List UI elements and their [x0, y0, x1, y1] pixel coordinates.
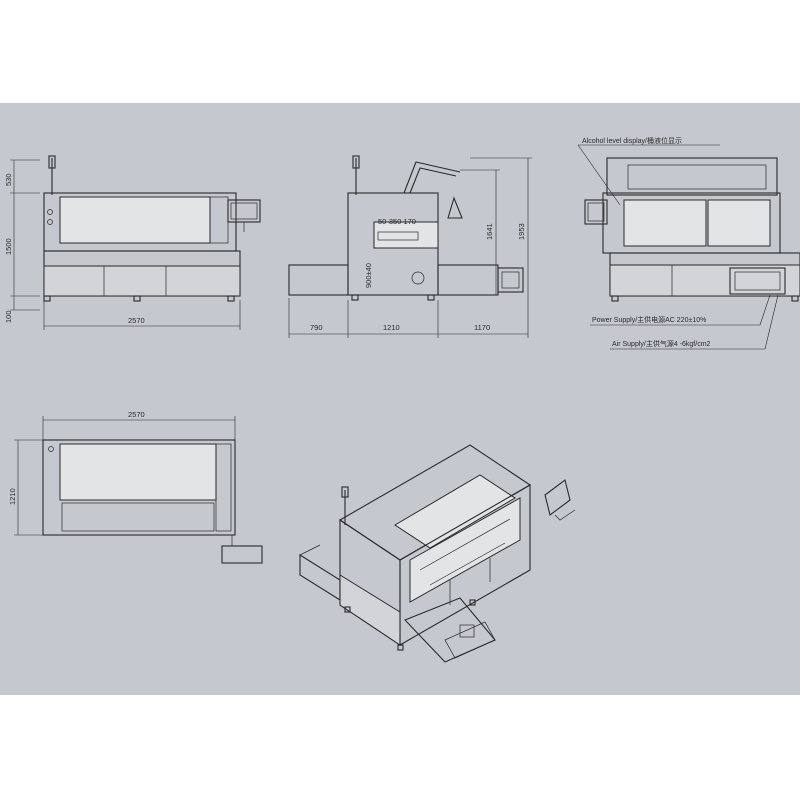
side-dim-conveyor-in: 790	[310, 323, 323, 332]
side-conveyor-in	[288, 264, 349, 296]
front-side-panel	[209, 196, 229, 244]
top-monitor	[221, 545, 263, 564]
top-view: 2570 1210	[8, 410, 263, 564]
side-dim-conveyor-out: 1170	[474, 323, 490, 332]
iso-conveyor-out	[404, 597, 496, 663]
iso-right-face	[399, 484, 531, 646]
rear-alcohol-note: Alcohol level display/桶液位显示	[582, 136, 682, 145]
top-dim-width: 2570	[128, 410, 145, 419]
side-dim-height-mid: 1641	[485, 223, 494, 240]
side-dim-body: 1210	[383, 323, 400, 332]
signal-tower-light	[48, 155, 56, 169]
side-monitor	[447, 196, 463, 219]
side-signal-tower	[352, 155, 360, 169]
iso-conveyor-in	[299, 554, 341, 601]
side-dim-height-total: 1953	[517, 223, 526, 240]
rear-power-box	[729, 267, 786, 295]
front-dim-height-body: 1500	[4, 238, 13, 255]
side-dim-door: 900±40	[364, 263, 373, 288]
side-view: 1641 1953 50-350 170 900±40 790 1210 117…	[288, 155, 532, 338]
rear-power-note: Power Supply/主供电源AC 220±10%	[592, 315, 706, 324]
rear-air-note: Air Supply/主供气源4 -6kgf/cm2	[612, 339, 711, 348]
iso-monitor	[544, 479, 571, 516]
side-conveyor-out	[437, 264, 499, 296]
rear-top-hood	[606, 157, 778, 196]
front-dim-width: 2570	[128, 316, 145, 325]
front-view: 530 1500 100 2570	[4, 155, 261, 330]
front-dim-height-base: 100	[4, 310, 13, 323]
rear-view: Alcohol level display/桶液位显示 Power Supply…	[577, 136, 800, 350]
front-window	[59, 196, 211, 244]
side-monitor-arm	[403, 161, 461, 194]
top-dim-depth: 1210	[8, 488, 17, 505]
side-dim-width-range: 50-350 170	[378, 217, 416, 226]
isometric-view	[299, 444, 576, 663]
rear-monitor	[584, 199, 608, 225]
top-body	[42, 439, 236, 536]
front-dim-height-top: 530	[4, 173, 13, 186]
